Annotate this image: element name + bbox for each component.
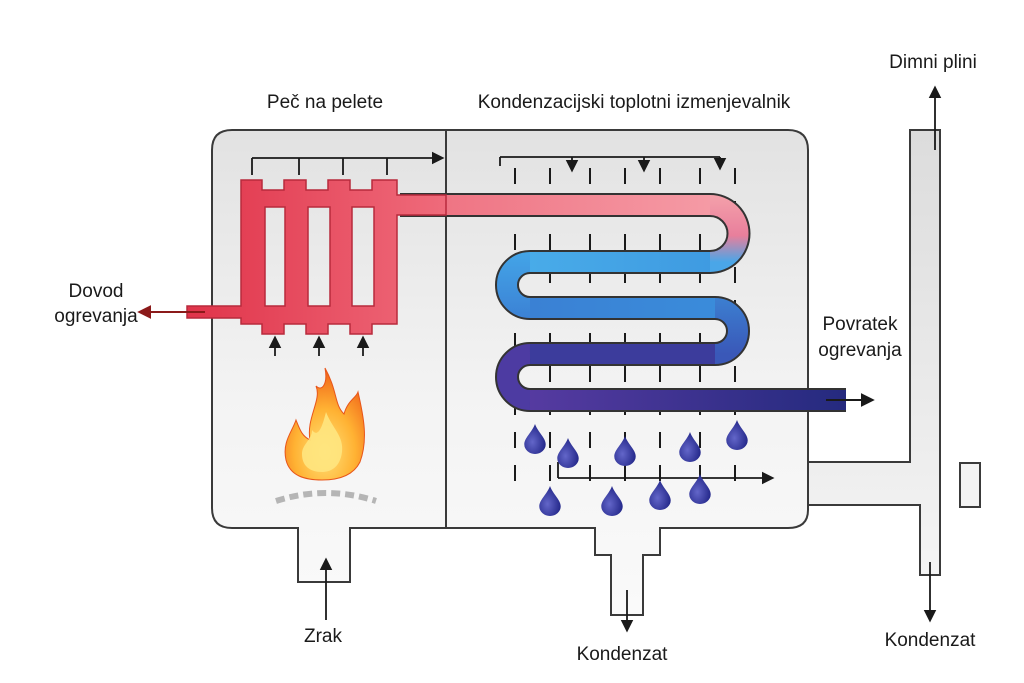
- stove-flow-arrow: [251, 151, 445, 175]
- label-condensate-main: Kondenzat: [577, 644, 669, 665]
- label-supply-line2: ogrevanja: [54, 306, 138, 327]
- label-air: Zrak: [304, 626, 343, 647]
- label-heat-exchanger: Kondenzacijski toplotni izmenjevalnik: [478, 92, 791, 113]
- condensate-flow-arrow: [557, 462, 775, 485]
- burner-grate: [275, 490, 377, 504]
- label-return-line1: Povratek: [823, 314, 898, 335]
- exchanger-flow-arrows: [499, 156, 727, 173]
- hot-gas-up-arrows: [268, 335, 370, 356]
- label-condensate-chimney: Kondenzat: [885, 630, 977, 651]
- label-pellet-stove: Peč na pelete: [267, 92, 383, 113]
- flame-icon: [284, 367, 365, 481]
- label-supply-line1: Dovod: [69, 281, 124, 302]
- stove-heating-manifold: [186, 179, 447, 335]
- label-return-line2: ogrevanja: [818, 340, 902, 361]
- label-flue-gas: Dimni plini: [889, 52, 977, 73]
- condensing-coil: [400, 193, 846, 412]
- chimney: [805, 129, 981, 576]
